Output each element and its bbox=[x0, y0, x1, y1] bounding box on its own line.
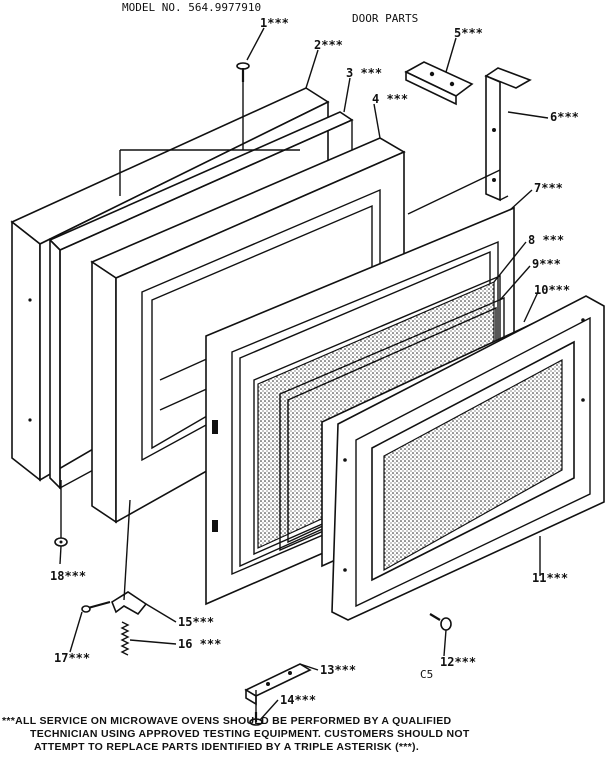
hinge-bracket bbox=[404, 61, 474, 106]
footnote-line-2: TECHNICIAN USING APPROVED TESTING EQUIPM… bbox=[30, 728, 470, 740]
screw-icon bbox=[236, 62, 250, 82]
callout-3: 3 *** bbox=[346, 66, 382, 80]
callout-16: 16 *** bbox=[178, 637, 221, 651]
callout-10: 10*** bbox=[534, 283, 570, 297]
screw-icon-lower bbox=[249, 712, 263, 726]
callout-7: 7*** bbox=[534, 181, 563, 195]
callout-1: 1*** bbox=[260, 16, 289, 30]
figure-code: C5 bbox=[420, 668, 433, 681]
callout-9: 9*** bbox=[532, 257, 561, 271]
washer-icon bbox=[54, 537, 68, 547]
leader-lines bbox=[59, 27, 549, 721]
callout-12: 12*** bbox=[440, 655, 476, 669]
door-gasket bbox=[48, 111, 354, 490]
diagram-title: DOOR PARTS bbox=[352, 12, 418, 25]
latch-hook bbox=[111, 591, 148, 616]
lower-hinge bbox=[244, 663, 312, 706]
spring-icon bbox=[120, 621, 130, 656]
screw-icon-right bbox=[429, 613, 452, 631]
callout-2: 2*** bbox=[314, 38, 343, 52]
model-number: MODEL NO. 564.9977910 bbox=[122, 1, 261, 14]
footnote-line-3: ATTEMPT TO REPLACE PARTS IDENTIFIED BY A… bbox=[34, 741, 419, 753]
callout-8: 8 *** bbox=[528, 233, 564, 247]
callout-15: 15*** bbox=[178, 615, 214, 629]
callout-4: 4 *** bbox=[372, 92, 408, 106]
callout-5: 5*** bbox=[454, 26, 483, 40]
front-door-trim bbox=[331, 295, 605, 621]
callout-13: 13*** bbox=[320, 663, 356, 677]
callout-14: 14*** bbox=[280, 693, 316, 707]
callout-6: 6*** bbox=[550, 110, 579, 124]
callout-17: 17*** bbox=[54, 651, 90, 665]
callout-11: 11*** bbox=[532, 571, 568, 585]
footnote-line-1: ***ALL SERVICE ON MICROWAVE OVENS SHOULD… bbox=[2, 715, 452, 727]
latch-bar bbox=[407, 67, 532, 215]
callout-18: 18*** bbox=[50, 569, 86, 583]
pin-icon bbox=[81, 600, 111, 613]
